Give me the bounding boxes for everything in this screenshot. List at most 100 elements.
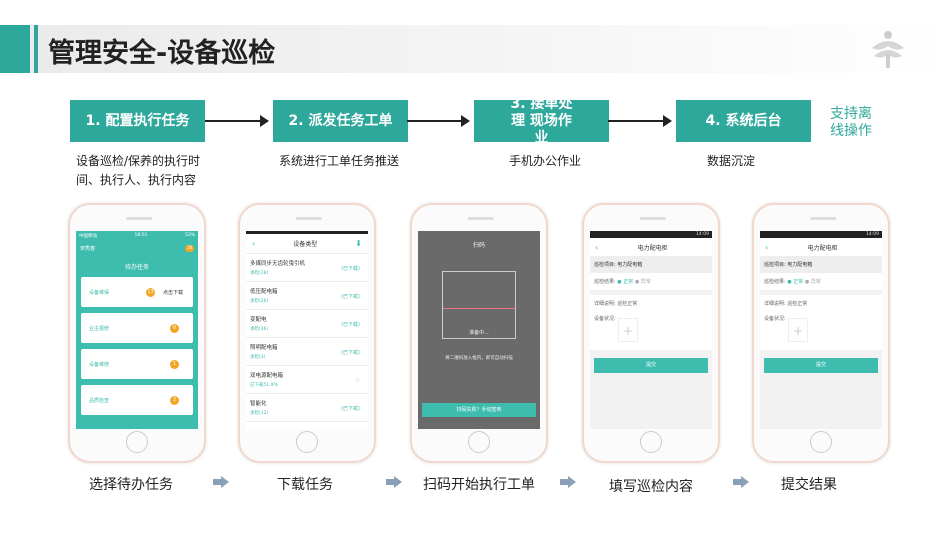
back-icon[interactable]: ‹ [252, 239, 256, 248]
phone-scan: 扫码 准备中... 将二维码放入框内，即可自动扫描 扫码失败？手动签到 [410, 203, 548, 463]
header-band [0, 25, 950, 73]
item-name: 低压配电箱 [250, 289, 278, 295]
count-badge: 1 [170, 359, 179, 369]
item-sub: 承检(28) [250, 271, 269, 276]
list-item[interactable]: 多媒同步无齿轮曳引机承检(28) (已下载) [246, 254, 368, 282]
list-item[interactable]: 智能化承检(12) (已下载) [246, 394, 368, 422]
list-item[interactable]: 变配电承检(36)(已下载) [246, 310, 368, 338]
company-logo-icon [872, 31, 904, 68]
card-label: 设备维修 [89, 361, 110, 368]
condition-label: 设备状况: [594, 316, 616, 322]
scan-frame: 准备中... [442, 271, 516, 339]
item-state: (已下载) [341, 322, 360, 328]
result-label: 巡检结果: [764, 279, 786, 285]
screen-title: 待办任务 [124, 264, 149, 271]
caption-2: 下载任务 [277, 477, 333, 493]
status-bar: 中国移动 18:01 53% [76, 231, 198, 241]
step-4-desc: 数据沉淀 [707, 154, 756, 168]
step-2-box: 2. 派发任务工单 [273, 100, 408, 142]
loading-spinner-icon: ◌ [355, 377, 360, 383]
step-1-box: 1. 配置执行任务 [70, 100, 205, 142]
item-state: (已下载) [341, 406, 360, 412]
flow-arrow [205, 115, 269, 127]
card-label: 品质检查 [89, 397, 110, 404]
radio-normal[interactable]: ● 正常 [787, 279, 804, 285]
count-badge: 3 [170, 395, 179, 405]
result-label: 巡检结果: [594, 279, 616, 285]
radio-label: 异常 [640, 279, 651, 285]
manual-signin-button[interactable]: 扫码失败？手动签到 [422, 403, 536, 417]
step-1-desc: 设备巡检/保养的执行时间、执行人、执行内容 [76, 154, 201, 187]
submit-button[interactable]: 提交 [594, 358, 708, 373]
caption-5: 提交结果 [781, 477, 837, 493]
scan-line [443, 308, 515, 309]
item-name: 双电源配电箱 [250, 373, 284, 379]
list-item[interactable]: 双电源配电箱已下载51.9%◌ [246, 366, 368, 394]
list-item[interactable]: 照明配电箱承检(3) (已下载) [246, 338, 368, 366]
detail-field[interactable]: 详细说明: 巡检正常 [590, 295, 712, 312]
phone-submit-result: 14:09 ‹电力配电柜 巡检项目: 电力配电箱 巡检结果: ● 正常 ● 异常… [752, 203, 890, 463]
radio-label: 正常 [793, 279, 804, 285]
offline-note: 支持离线操作 [830, 106, 872, 139]
radio-abnormal[interactable]: ● 异常 [804, 279, 821, 285]
arrow-right-icon [560, 476, 576, 488]
inspection-item: 巡检项目: 电力配电箱 [590, 256, 712, 273]
item-name: 智能化 [250, 401, 267, 407]
radio-label: 异常 [810, 279, 821, 285]
item-state: (已下载) [341, 294, 360, 300]
condition-label: 设备状况: [764, 316, 786, 322]
time: 18:01 [134, 233, 148, 238]
back-icon[interactable]: ‹ [765, 242, 769, 252]
notification-badge[interactable]: 18 [184, 245, 194, 252]
screen-title: 电力配电柜 [637, 244, 668, 252]
submit-button[interactable]: 提交 [764, 358, 878, 373]
list-item[interactable]: 低压配电箱承检(26) (已下载) [246, 282, 368, 310]
task-card[interactable]: 品质检查 3 [81, 385, 193, 415]
count-badge: 0 [170, 323, 179, 333]
screen-title: 扫码 [472, 242, 485, 249]
arrow-right-icon [386, 476, 402, 488]
scan-hint: 将二维码放入框内，即可自动扫描 [445, 356, 513, 361]
add-photo-button[interactable]: + [618, 318, 638, 342]
item-sub: 承检(3) [250, 355, 266, 360]
download-link[interactable]: 点击下载 [162, 289, 183, 296]
download-icon[interactable]: ⬇ [355, 239, 362, 248]
add-photo-button[interactable]: + [788, 318, 808, 342]
arrow-right-icon [213, 476, 229, 488]
task-card[interactable]: 设备维修 1 [81, 349, 193, 379]
status-time: 14:09 [760, 231, 882, 238]
carrier: 中国移动 [79, 234, 97, 239]
arrow-right-icon [733, 476, 749, 488]
back-icon[interactable]: ‹ [595, 242, 599, 252]
step-2-desc: 系统进行工单任务推送 [279, 154, 400, 168]
screen-title: 设备类型 [293, 241, 318, 248]
radio-normal[interactable]: ● 正常 [617, 279, 634, 285]
item-state: (已下载) [341, 350, 360, 356]
battery: 53% [184, 233, 195, 238]
card-label: 设备维保 [89, 289, 110, 296]
item-sub: 承检(26) [250, 299, 269, 304]
item-sub: 承检(12) [250, 411, 269, 416]
item-state: (已下载) [341, 266, 360, 272]
item-name: 多媒同步无齿轮曳引机 [250, 261, 306, 267]
flow-arrow [407, 115, 470, 127]
radio-label: 正常 [623, 279, 634, 285]
caption-1: 选择待办任务 [89, 477, 173, 493]
caption-4: 填写巡检内容 [609, 479, 693, 495]
preparing-text: 准备中... [469, 330, 489, 336]
step-3-desc: 手机办公作业 [509, 154, 582, 168]
header-accent-block [0, 25, 30, 73]
flow-arrow [608, 115, 672, 127]
phone-download-tasks: ‹ 设备类型 ⬇ 多媒同步无齿轮曳引机承检(28) (已下载) 低压配电箱承检(2… [238, 203, 376, 463]
caption-3: 扫码开始执行工单 [423, 477, 535, 493]
radio-abnormal[interactable]: ● 异常 [634, 279, 651, 285]
header-accent-line [34, 25, 38, 73]
screen-title: 电力配电柜 [807, 244, 838, 252]
phone-fill-inspection: 14:09 ‹电力配电柜 巡检项目: 电力配电箱 巡检结果: ● 正常 ● 异常… [582, 203, 720, 463]
item-name: 照明配电箱 [250, 345, 278, 351]
user-name[interactable]: 宋秀春 [80, 246, 96, 252]
detail-field[interactable]: 详细说明: 巡检正常 [760, 295, 882, 312]
